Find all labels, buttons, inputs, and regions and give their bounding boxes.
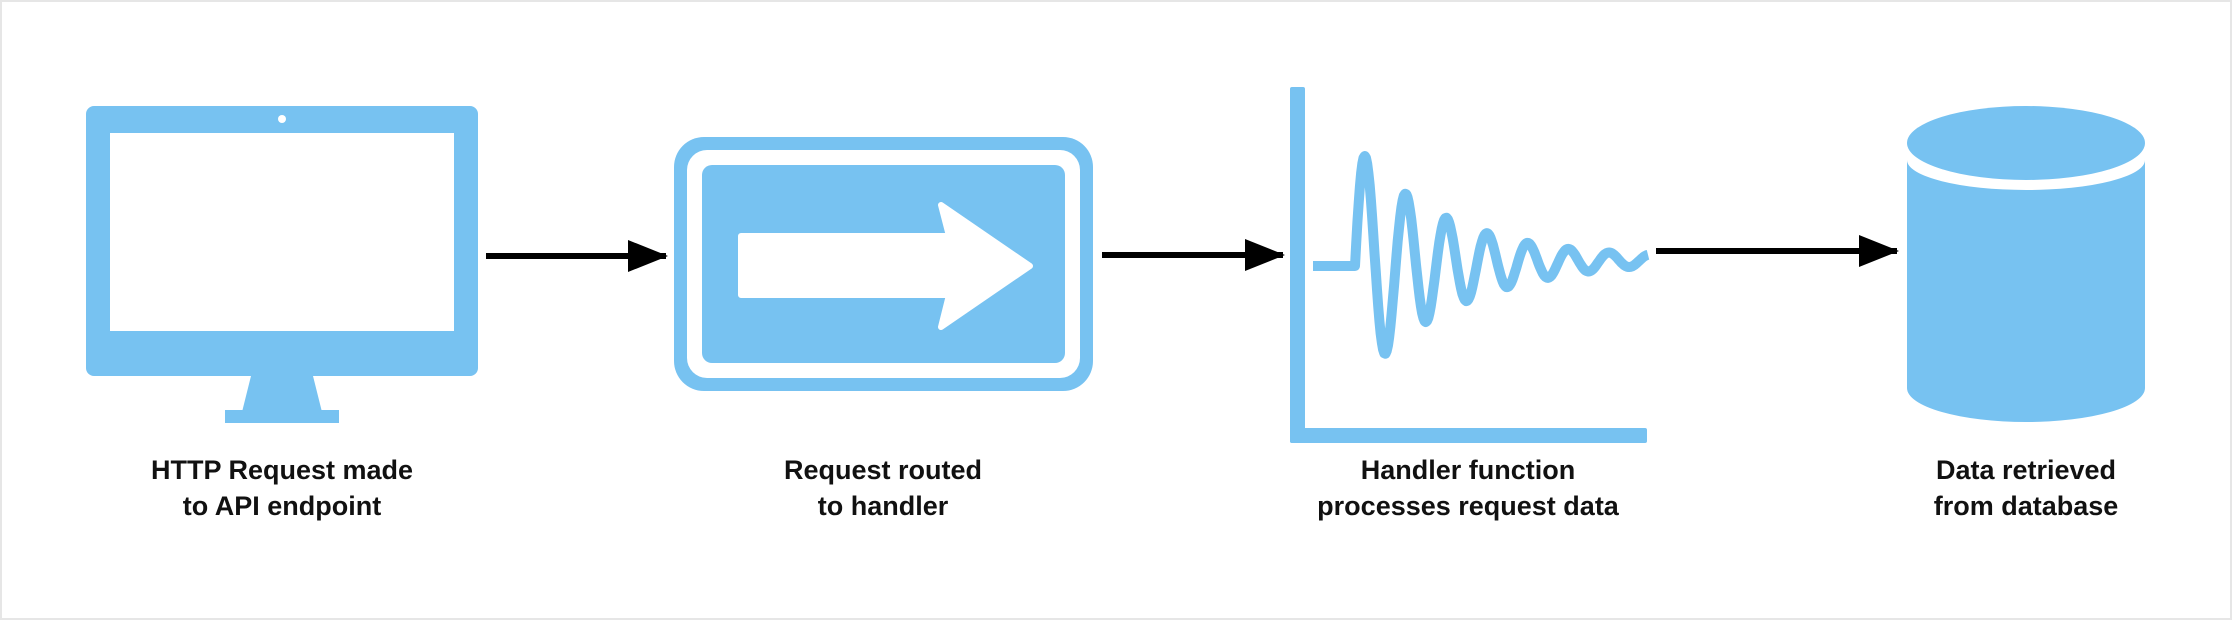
- database-icon: [1907, 106, 2145, 422]
- step-label-http-request: HTTP Request made to API endpoint: [150, 455, 414, 521]
- monitor-icon: [86, 106, 478, 423]
- waveform-chart-icon: [1290, 87, 1652, 443]
- step-label-data-retrieved: Data retrieved from database: [1933, 455, 2119, 521]
- step-label-request-routed: Request routed to handler: [783, 455, 983, 521]
- step-label-handler-function: Handler function processes request data: [1317, 455, 1619, 521]
- route-sign-icon: [674, 137, 1093, 391]
